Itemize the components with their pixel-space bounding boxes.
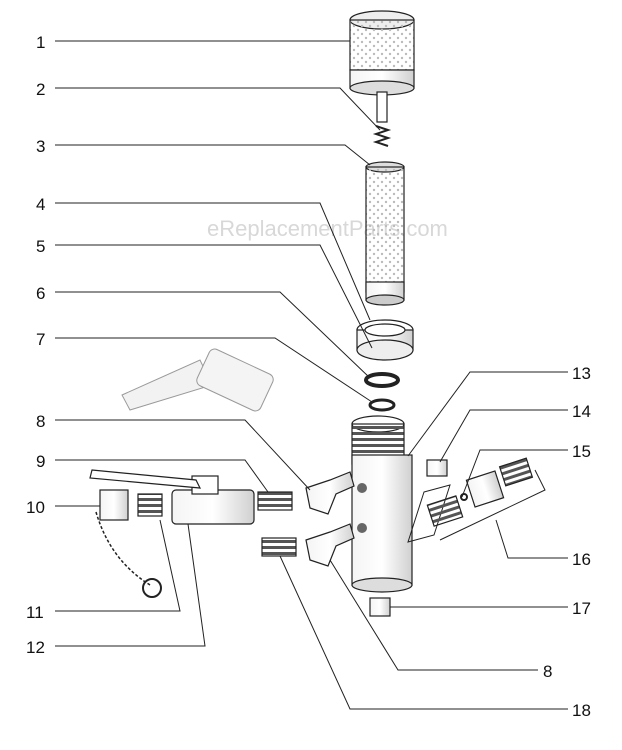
callout-4: 4 [36,195,45,214]
callout-8-lower: 8 [543,662,552,681]
leader-lines [55,40,568,710]
callout-7: 7 [36,330,45,349]
part-cap-knob [349,10,415,96]
part-nipple-upper [257,491,293,511]
callout-18: 18 [572,701,591,720]
part-o-ring-small [368,398,396,412]
part-ball-valve [89,469,255,525]
callout-5: 5 [36,237,45,256]
callout-3: 3 [36,137,45,156]
callout-11: 11 [26,603,44,622]
callout-6: 6 [36,284,45,303]
callout-10: 10 [26,498,45,517]
part-plug-side [426,459,448,477]
callout-17: 17 [572,599,591,618]
part-nipple-lower [261,537,297,557]
callout-12: 12 [26,638,45,657]
callout-8-upper: 8 [36,412,45,431]
callout-14: 14 [572,402,591,421]
callout-13: 13 [572,364,591,383]
part-spring [372,91,392,147]
callout-2: 2 [36,80,45,99]
callout-16: 16 [572,550,591,569]
callout-15: 15 [572,442,591,461]
part-elbow-upper [305,471,355,515]
part-drain-cap [95,489,163,598]
callout-9: 9 [36,452,45,471]
part-elbow-lower [305,523,355,567]
part-filter-element [365,161,405,306]
part-main-body [351,415,413,593]
callout-1: 1 [36,33,45,52]
part-o-ring-large [364,372,400,388]
part-ring-nut [356,319,414,361]
part-valve-ghost [121,348,274,412]
part-adapter-fitting-assembly [407,457,546,543]
part-plug-bottom [369,597,391,617]
